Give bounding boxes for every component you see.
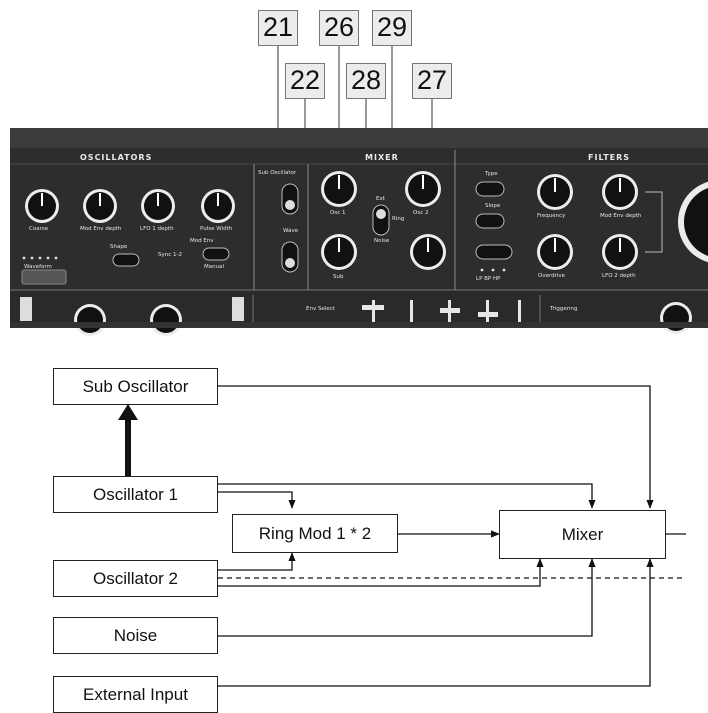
- mod-env-depth-label: Mod Env depth: [80, 226, 122, 232]
- callout-22: 22: [285, 63, 325, 99]
- noise-to-mixer-wire: [218, 558, 596, 637]
- filter-type-label: Type: [485, 171, 498, 177]
- filter-modes-label: LP BP HP: [476, 276, 501, 282]
- node-sub-oscillator: Sub Oscillator: [53, 368, 218, 405]
- node-noise: Noise: [53, 617, 218, 654]
- callout-27: 27: [412, 63, 452, 99]
- manual-label: Manual: [204, 264, 224, 270]
- callout-28: 28: [346, 63, 386, 99]
- filter-knobs: [537, 174, 638, 270]
- lfo1-depth-label: LFO 1 depth: [140, 226, 174, 232]
- noise-label: Noise: [374, 238, 390, 244]
- lfo2-depth-label: LFO 2 depth: [602, 273, 636, 279]
- pw-source-label: Mod Env: [190, 238, 214, 244]
- triggering-label: Triggering: [550, 306, 578, 312]
- node-external-input: External Input: [53, 676, 218, 713]
- osc1-to-mixer-wire: [218, 483, 596, 509]
- callout-29: 29: [372, 10, 412, 46]
- sub-osc-to-mixer-wire: [218, 385, 654, 509]
- wave-label: Wave: [283, 228, 299, 234]
- osc-knobs: [25, 189, 235, 223]
- panel-top-trim: [10, 128, 708, 148]
- ext-label: Ext: [376, 196, 385, 202]
- env-select-label: Env Select: [306, 306, 335, 312]
- filter-slope-label: Slope: [485, 203, 501, 209]
- osc2-to-mixer-wire: [218, 558, 544, 587]
- frequency-label: Frequency: [537, 213, 566, 219]
- sub-osc-label: Sub Oscillator: [258, 170, 297, 176]
- pulse-width-label: Pulse Width: [200, 226, 233, 232]
- osc1-level-label: Osc 1: [330, 210, 346, 216]
- section-filters-label: FILTERS: [588, 153, 631, 162]
- osc1-to-ring-wire: [218, 491, 296, 509]
- node-mixer: Mixer: [499, 510, 666, 559]
- ring-label: Ring: [392, 216, 405, 222]
- callout-26: 26: [319, 10, 359, 46]
- panel-lower-strip: [10, 290, 708, 328]
- node-oscillator-2: Oscillator 2: [53, 560, 218, 597]
- waveform-label: Waveform: [24, 264, 52, 270]
- section-mixer-label: MIXER: [365, 153, 399, 162]
- shape-label: Shape: [110, 244, 128, 250]
- node-oscillator-1: Oscillator 1: [53, 476, 218, 513]
- mixer-knobs: [321, 171, 446, 270]
- node-ring-mod: Ring Mod 1 * 2: [232, 514, 398, 553]
- synth-panel-photo: [10, 46, 708, 336]
- section-oscillators-label: OSCILLATORS: [80, 153, 153, 162]
- overdrive-label: Overdrive: [538, 273, 566, 279]
- sub-level-label: Sub: [333, 274, 344, 280]
- ext-to-mixer-wire: [218, 558, 654, 687]
- callout-21: 21: [258, 10, 298, 46]
- osc2-level-label: Osc 2: [413, 210, 429, 216]
- filter-env-depth-label: Mod Env depth: [600, 213, 642, 219]
- osc2-to-ring-wire: [218, 552, 296, 571]
- coarse-label: Coarse: [29, 226, 49, 232]
- sync-label: Sync 1-2: [158, 252, 182, 258]
